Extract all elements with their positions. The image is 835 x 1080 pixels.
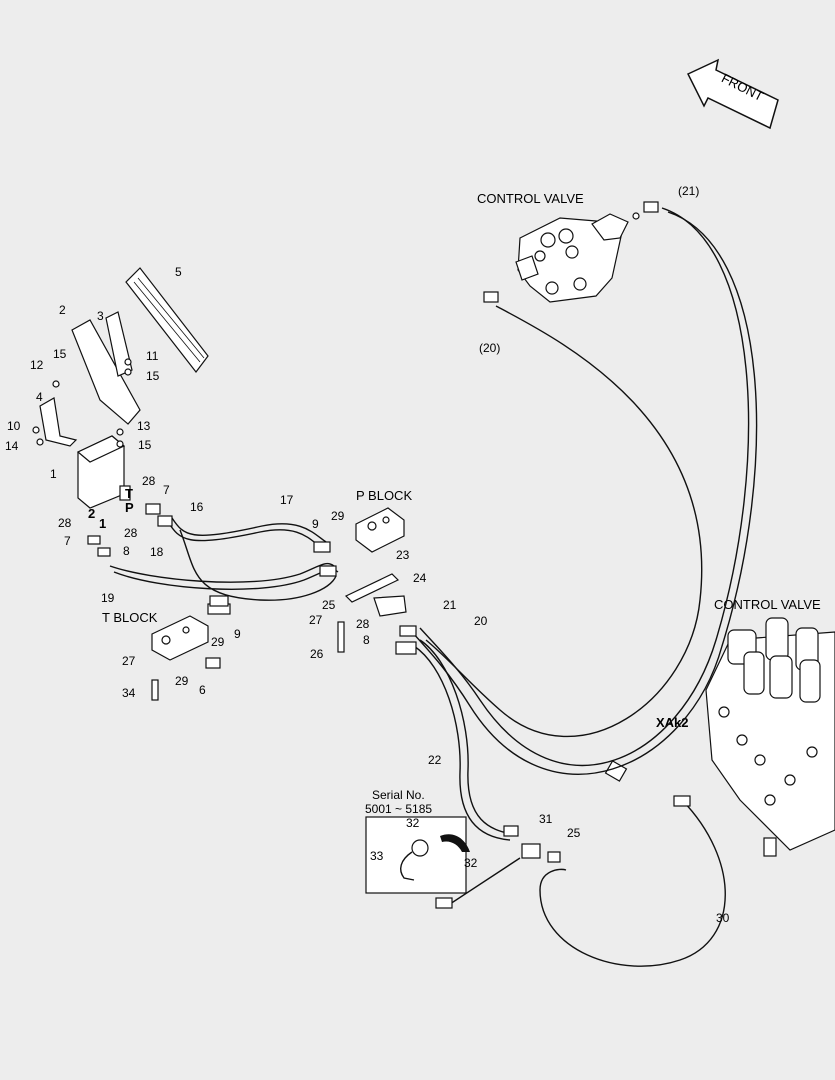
callout-9b: 9: [234, 627, 241, 641]
control-valve-top-label: CONTROL VALVE: [477, 191, 584, 206]
callout-22: 22: [428, 753, 442, 767]
callout-25b: 25: [567, 826, 581, 840]
callout-5: 5: [175, 265, 182, 279]
t-block-label: T BLOCK: [102, 610, 158, 625]
p-block-group: P BLOCK: [344, 488, 412, 617]
callout-33: 33: [370, 849, 384, 863]
callout-7a: 7: [163, 483, 170, 497]
callout-31: 31: [539, 812, 553, 826]
callout-34: 34: [122, 686, 136, 700]
port-t: T: [125, 486, 133, 501]
t-block-group: T BLOCK: [102, 603, 345, 701]
callout-7b: 7: [64, 534, 71, 548]
hoses: [109, 207, 758, 967]
fittings: [87, 201, 691, 909]
callout-19: 19: [101, 591, 115, 605]
callout-10: 10: [7, 419, 21, 433]
callout-29b: 29: [211, 635, 225, 649]
callout-16: 16: [190, 500, 204, 514]
callout-29a: 29: [331, 509, 345, 523]
control-valve-right-label: CONTROL VALVE: [714, 597, 821, 612]
callout-17: 17: [280, 493, 294, 507]
front-arrow: FRONT: [686, 58, 779, 130]
p-block-label: P BLOCK: [356, 488, 412, 503]
serial-range: 5001 ~ 5185: [365, 802, 432, 816]
callout-27b: 27: [122, 654, 136, 668]
callout-8b: 8: [363, 633, 370, 647]
callout-29c: 29: [175, 674, 189, 688]
callout-30: 30: [716, 911, 730, 925]
callout-15a: 15: [53, 347, 67, 361]
control-valve-right: CONTROL VALVE XAk2: [604, 597, 835, 857]
callout-28a: 28: [142, 474, 156, 488]
callout-1: 1: [50, 467, 57, 481]
callout-6: 6: [199, 683, 206, 697]
callout-18: 18: [150, 545, 164, 559]
callout-21-ref: (21): [678, 184, 699, 198]
callout-9a: 9: [312, 517, 319, 531]
callout-4: 4: [36, 390, 43, 404]
pedal-assembly: [32, 267, 209, 509]
callout-11: 11: [146, 349, 159, 363]
callout-3: 3: [97, 309, 104, 323]
callout-14: 14: [5, 439, 19, 453]
port-1: 1: [99, 516, 106, 531]
callout-8a: 8: [123, 544, 130, 558]
callout-25a: 25: [322, 598, 336, 612]
serial-inset: Serial No. 5001 ~ 5185: [365, 788, 470, 894]
callout-20-ref: (20): [479, 341, 500, 355]
control-valve-top: CONTROL VALVE: [477, 191, 640, 303]
callouts: 1 2 3 4 5 6 7 7 8 8 9 9 10 11 12 13 14 1…: [5, 184, 730, 925]
callout-23: 23: [396, 548, 410, 562]
callout-20: 20: [474, 614, 488, 628]
callout-32b: 32: [464, 856, 478, 870]
port-2: 2: [88, 506, 95, 521]
callout-24: 24: [413, 571, 427, 585]
callout-12: 12: [30, 358, 44, 372]
port-p: P: [125, 500, 134, 515]
callout-21: 21: [443, 598, 457, 612]
callout-28c: 28: [124, 526, 138, 540]
callout-28b: 28: [58, 516, 72, 530]
serial-title: Serial No.: [372, 788, 425, 802]
callout-26: 26: [310, 647, 324, 661]
callout-32a: 32: [406, 816, 420, 830]
callout-2: 2: [59, 303, 66, 317]
callout-27a: 27: [309, 613, 323, 627]
callout-28d: 28: [356, 617, 370, 631]
callout-15c: 15: [138, 438, 152, 452]
callout-13: 13: [137, 419, 151, 433]
callout-15b: 15: [146, 369, 160, 383]
xak2-label: XAk2: [656, 715, 689, 730]
